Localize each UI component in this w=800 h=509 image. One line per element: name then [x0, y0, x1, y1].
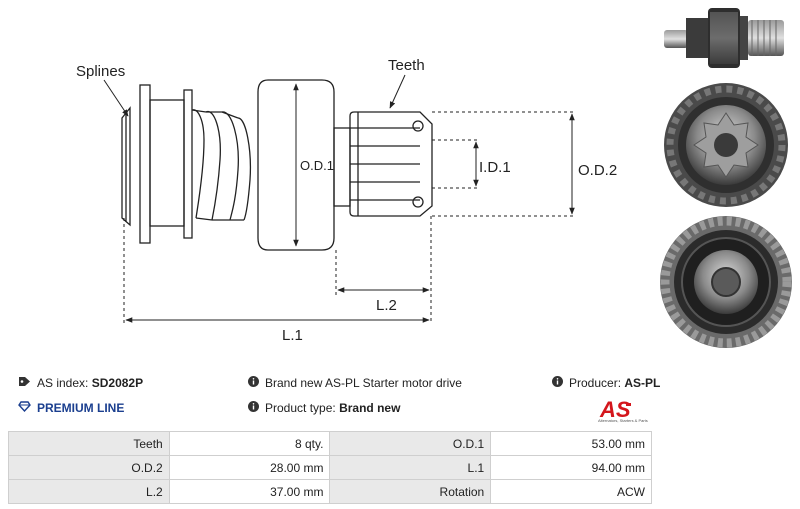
back-view-photo	[660, 216, 792, 348]
spec-key: O.D.2	[8, 455, 170, 480]
spec-key: Teeth	[8, 431, 170, 456]
front-view-photo	[664, 83, 788, 207]
table-row: L.2 37.00 mm Rotation ACW	[8, 479, 652, 504]
side-view-photo	[664, 8, 784, 68]
producer-label: Producer:	[569, 376, 622, 390]
collar	[183, 89, 193, 239]
info-icon	[552, 376, 563, 390]
info-icon	[248, 401, 259, 415]
teeth-label: Teeth	[388, 57, 425, 74]
premium-line-label: PREMIUM LINE	[37, 401, 125, 415]
spec-value: 8 qty.	[168, 431, 331, 456]
id1-label: I.D.1	[479, 159, 511, 176]
table-row: O.D.2 28.00 mm L.1 94.00 mm	[8, 455, 652, 480]
product-type-value: Brand new	[339, 401, 401, 415]
description-row: Brand new AS-PL Starter motor drive	[248, 376, 462, 390]
as-index-row: AS index: SD2082P	[18, 376, 143, 390]
l1-label: L.1	[282, 327, 303, 344]
product-type-row: Product type: Brand new	[248, 401, 400, 415]
spec-value: 53.00 mm	[490, 431, 652, 456]
tag-icon	[18, 376, 31, 390]
product-type-label: Product type:	[265, 401, 336, 415]
splines-label: Splines	[76, 63, 125, 80]
logo-tagline: Alternators, Starters & Parts	[598, 418, 648, 423]
producer-row: Producer: AS-PL	[552, 376, 660, 390]
product-photos	[652, 0, 800, 360]
as-index-label: AS index:	[37, 376, 89, 390]
drive-diagram-svg: Splines Teeth O.D.1 O.D.2 I.D.1 L.2 L.1	[76, 57, 617, 344]
l2-label: L.2	[376, 297, 397, 314]
spec-value: ACW	[490, 479, 652, 504]
as-pl-logo: AS Alternators, Starters & Parts	[590, 397, 660, 428]
info-icon	[248, 376, 259, 390]
premium-line-row: PREMIUM LINE	[18, 401, 124, 415]
spec-key: L.1	[329, 455, 492, 480]
diamond-icon	[18, 401, 31, 415]
od1-label: O.D.1	[300, 158, 334, 173]
table-row: Teeth 8 qty. O.D.1 53.00 mm	[8, 431, 652, 456]
description-text: Brand new AS-PL Starter motor drive	[265, 376, 462, 390]
od2-label: O.D.2	[578, 162, 617, 179]
spec-key: L.2	[8, 479, 170, 504]
producer-value: AS-PL	[624, 376, 661, 390]
pinion-gear	[349, 111, 433, 217]
flange	[139, 84, 151, 244]
specs-table: Teeth 8 qty. O.D.1 53.00 mm O.D.2 28.00 …	[8, 431, 652, 504]
spec-value: 37.00 mm	[168, 479, 331, 504]
logo-text: AS	[599, 398, 631, 420]
spring	[191, 109, 252, 221]
product-info: AS index: SD2082P PREMIUM LINE Brand new…	[0, 370, 800, 430]
spec-key: Rotation	[329, 479, 492, 504]
clutch-body	[257, 79, 335, 251]
spec-value: 94.00 mm	[490, 455, 652, 480]
technical-drawing: Splines Teeth O.D.1 O.D.2 I.D.1 L.2 L.1	[76, 57, 617, 344]
as-index-value: SD2082P	[91, 376, 144, 390]
spec-key: O.D.1	[329, 431, 492, 456]
spec-value: 28.00 mm	[168, 455, 331, 480]
